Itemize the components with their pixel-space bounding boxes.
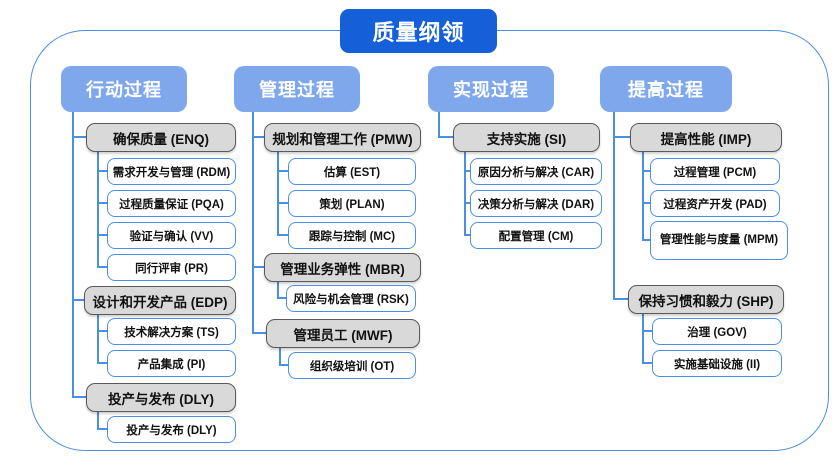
node-gov: 治理 (GOV)	[652, 318, 782, 345]
connector-line	[252, 112, 254, 332]
connector-line	[97, 266, 107, 268]
connector-line	[279, 364, 288, 366]
connector-line	[613, 298, 628, 300]
connector-line	[97, 202, 107, 204]
header-realization-process: 实现过程	[428, 66, 554, 112]
header-management-process: 管理过程	[234, 66, 360, 112]
connector-line	[642, 312, 644, 362]
node-si: 支持实施 (SI)	[453, 123, 600, 152]
node-pmw: 规划和管理工作 (PMW)	[264, 123, 421, 152]
connector-line	[438, 112, 440, 136]
diagram-title: 质量纲领	[340, 9, 497, 53]
connector-line	[252, 266, 264, 268]
node-mc: 跟踪与控制 (MC)	[288, 222, 416, 249]
header-action-process: 行动过程	[61, 66, 187, 112]
connector-line	[97, 234, 107, 236]
connector-line	[642, 170, 650, 172]
node-mwf: 管理员工 (MWF)	[266, 319, 420, 348]
node-rdm: 需求开发与管理 (RDM)	[107, 158, 236, 185]
node-pad: 过程资产开发 (PAD)	[650, 190, 780, 217]
connector-line	[72, 136, 86, 138]
node-dly: 投产与发布 (DLY)	[107, 416, 236, 443]
connector-line	[613, 136, 630, 138]
node-pcm: 过程管理 (PCM)	[650, 158, 780, 185]
connector-line	[464, 234, 470, 236]
connector-line	[642, 362, 652, 364]
connector-line	[252, 332, 266, 334]
node-rsk: 风险与机会管理 (RSK)	[286, 285, 416, 312]
connector-line	[97, 330, 107, 332]
connector-line	[72, 396, 86, 398]
connector-line	[72, 112, 74, 397]
connector-line	[277, 170, 288, 172]
connector-line	[464, 150, 466, 234]
connector-line	[279, 346, 281, 364]
connector-line	[464, 170, 470, 172]
node-est: 估算 (EST)	[288, 158, 416, 185]
node-pr: 同行评审 (PR)	[107, 254, 236, 281]
connector-line	[277, 297, 286, 299]
node-vv: 验证与确认 (VV)	[107, 222, 236, 249]
connector-line	[97, 362, 107, 364]
node-edp: 设计和开发产品 (EDP)	[84, 286, 236, 315]
connector-line	[97, 170, 107, 172]
node-ot: 组织级培训 (OT)	[288, 352, 416, 379]
node-ii: 实施基础设施 (II)	[652, 350, 782, 377]
connector-line	[642, 239, 650, 241]
node-shp: 保持习惯和毅力 (SHP)	[628, 285, 784, 314]
connector-line	[642, 330, 652, 332]
connector-line	[97, 313, 99, 362]
node-plan: 策划 (PLAN)	[288, 190, 416, 217]
connector-line	[277, 280, 279, 297]
node-dly-group: 投产与发布 (DLY)	[86, 383, 236, 412]
connector-line	[277, 202, 288, 204]
connector-line	[252, 136, 264, 138]
node-imp: 提高性能 (IMP)	[630, 123, 782, 152]
node-pqa: 过程质量保证 (PQA)	[107, 190, 236, 217]
connector-line	[97, 150, 99, 267]
connector-line	[642, 150, 644, 239]
connector-line	[464, 202, 470, 204]
node-mbr: 管理业务弹性 (MBR)	[264, 253, 421, 282]
connector-line	[97, 428, 107, 430]
node-dar: 决策分析与解决 (DAR)	[470, 190, 602, 217]
connector-line	[277, 150, 279, 234]
connector-line	[97, 411, 99, 428]
node-pi: 产品集成 (PI)	[107, 350, 236, 377]
node-enq: 确保质量 (ENQ)	[86, 123, 236, 152]
connector-line	[277, 234, 288, 236]
node-ts: 技术解决方案 (TS)	[107, 318, 236, 345]
node-mpm: 管理性能与度量 (MPM)	[650, 221, 788, 260]
header-improvement-process: 提高过程	[600, 66, 732, 112]
connector-line	[438, 136, 453, 138]
node-cm: 配置管理 (CM)	[470, 222, 602, 249]
connector-line	[613, 112, 615, 298]
node-car: 原因分析与解决 (CAR)	[470, 158, 602, 185]
connector-line	[72, 299, 84, 301]
connector-line	[642, 202, 650, 204]
